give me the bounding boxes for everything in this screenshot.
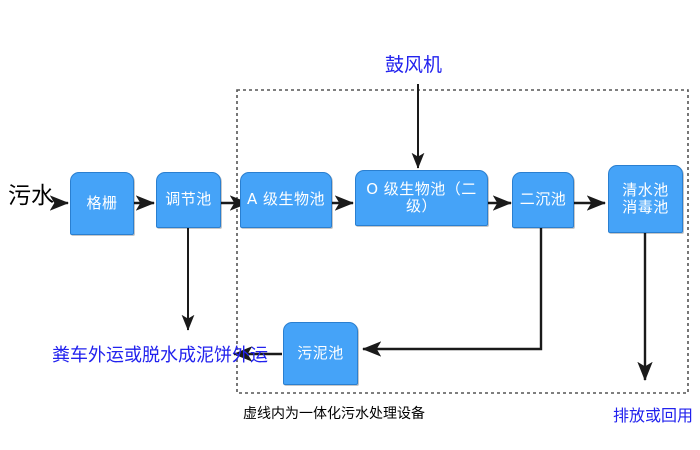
node-o-stage-bioreactor[interactable]: O 级生物池（二级） [355,170,488,226]
node-grille-label: 格栅 [86,193,118,212]
node-clearwater-disinfection-tank-label: 清水池 消毒池 [622,180,669,216]
node-regulating-tank[interactable]: 调节池 [156,172,221,228]
label-sludge-disposal: 粪车外运或脱水成泥饼外运 [52,345,268,366]
node-grille[interactable]: 格栅 [70,172,134,235]
node-a-stage-bioreactor[interactable]: A 级生物池 [240,172,332,228]
arrow-secondary-to-sludge [362,227,543,357]
node-secondary-clarifier[interactable]: 二沉池 [512,172,574,228]
node-a-stage-bioreactor-label: A 级生物池 [246,190,326,209]
node-clearwater-disinfection-tank[interactable]: 清水池 消毒池 [608,165,683,233]
node-secondary-clarifier-label: 二沉池 [519,190,567,209]
label-effluent: 排放或回用 [613,406,694,425]
node-regulating-tank-label: 调节池 [165,190,212,209]
integrated-equipment-dashed-box [236,89,689,394]
node-sludge-tank[interactable]: 污泥池 [283,322,358,385]
label-dashed-box-caption: 虚线内为一体化污水处理设备 [243,406,425,422]
node-o-stage-bioreactor-label: O 级生物池（二级） [366,179,477,215]
label-influent: 污水 [8,183,54,209]
label-blower: 鼓风机 [385,54,443,76]
node-sludge-tank-label: 污泥池 [297,343,344,362]
